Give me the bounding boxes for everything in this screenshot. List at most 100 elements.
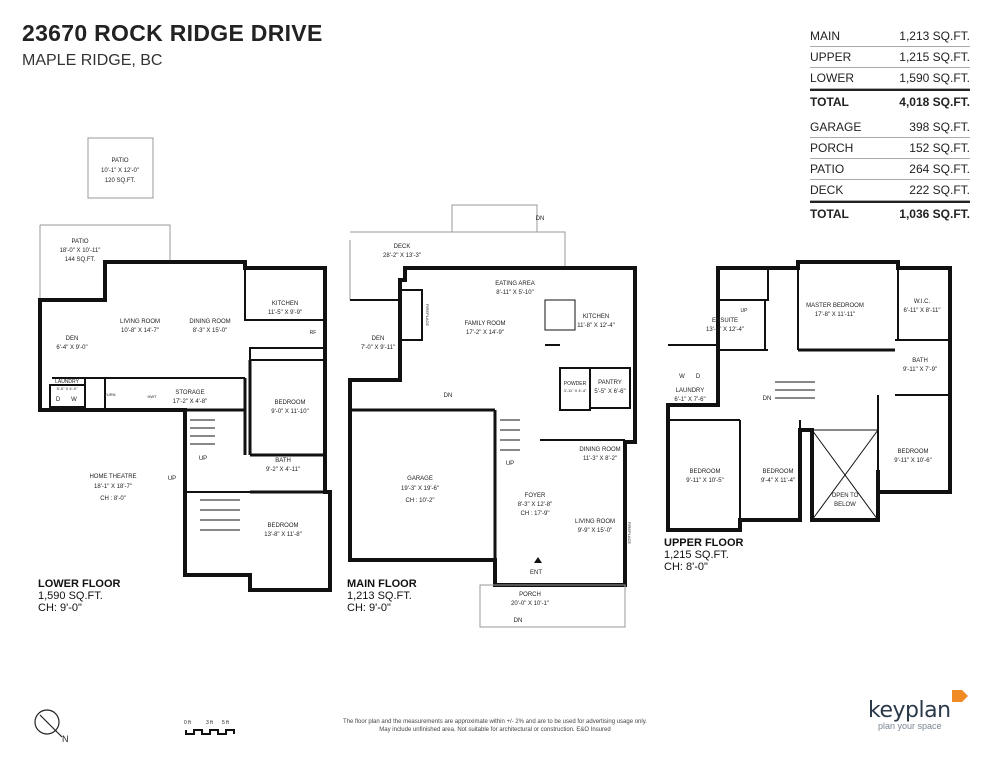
furnace-mark: FURN <box>104 392 115 397</box>
area-label: TOTAL <box>810 95 849 109</box>
room-dim: 11'-3" X 8'-2" <box>583 456 617 462</box>
room-name: DEN <box>66 336 79 342</box>
stair-down-mark: DN <box>444 393 453 399</box>
room-dim: 9'-4" X 11'-4" <box>761 478 795 484</box>
room-ch: CH : 8'-0" <box>100 496 126 502</box>
room-dim: 18'-1" X 18'-7" <box>94 484 132 490</box>
floor-ceiling-height: CH: 9'-0" <box>38 602 82 614</box>
room-dim: 20'-0" X 10'-1" <box>511 601 549 607</box>
room-name: LAUNDRY <box>676 388 705 394</box>
room-name: POWDER <box>564 381 587 387</box>
room-dim: 8'-11" X 5'-10" <box>496 290 533 296</box>
room-ch: CH : 17'-9" <box>521 511 550 517</box>
page-title: 23670 ROCK RIDGE DRIVE <box>22 20 323 46</box>
appliance-dryer: D <box>56 397 61 403</box>
entrance-mark: ENT <box>530 570 542 576</box>
brand-tagline: plan your space <box>878 721 942 731</box>
room-name: PATIO <box>71 239 88 245</box>
room-dim: 19'-3" X 19'-6" <box>401 486 439 492</box>
floor-name: MAIN FLOOR <box>347 578 417 590</box>
room-name: BATH <box>275 458 291 464</box>
room-dim: 9'-2" X 4'-11" <box>266 467 300 473</box>
brand-name: keyplan <box>868 698 951 723</box>
room-name: BEDROOM <box>897 449 928 455</box>
appliance-washer: W <box>679 374 685 380</box>
room-name: LAUNDRY <box>55 379 79 385</box>
open-to-below-line2: BELOW <box>834 502 856 508</box>
room-name: DEN <box>372 336 385 342</box>
room-name: LIVING ROOM <box>575 519 615 525</box>
floor-name: LOWER FLOOR <box>38 578 121 590</box>
room-dim: 17'-2" X 4'-8" <box>173 399 208 405</box>
room-name: PANTRY <box>598 380 622 386</box>
compass: N <box>34 709 69 744</box>
appliance-washer: W <box>71 397 77 403</box>
room-dim: 8'-3" X 15'-0" <box>193 328 228 334</box>
area-row-outdoor-total: TOTAL 1,036 SQ.FT. <box>810 201 970 225</box>
scale-label-3: 3 ft <box>206 720 214 726</box>
room-dim: 9'-11" X 10'-5" <box>686 478 723 484</box>
appliance-dryer: D <box>696 374 701 380</box>
room-dim: 13'-8" X 11'-8" <box>264 532 301 538</box>
upper-floor-plan <box>666 260 952 532</box>
area-value: 398 SQ.FT. <box>909 120 970 134</box>
room-dim: 9'-0" X 11'-10" <box>271 409 308 415</box>
area-label: LOWER <box>810 71 855 85</box>
area-value: 264 SQ.FT. <box>909 162 970 176</box>
compass-needle-icon <box>39 714 63 738</box>
area-value: 222 SQ.FT. <box>909 183 970 197</box>
floor-area: 1,590 SQ.FT. <box>38 590 103 602</box>
floor-area: 1,215 SQ.FT. <box>664 549 729 561</box>
floor-area: 1,213 SQ.FT. <box>347 590 412 602</box>
disclaimer: The floor plan and the measurements are … <box>330 718 660 734</box>
floor-ceiling-height: CH: 9'-0" <box>347 602 391 614</box>
compass-circle <box>34 709 60 735</box>
room-dim: 17'-2" X 14'-9" <box>466 330 504 336</box>
entrance-arrow-icon <box>534 557 542 563</box>
room-dim: 9'-9" X 15'-0" <box>578 528 613 534</box>
room-name: FAMILY ROOM <box>464 321 505 327</box>
floor-name: UPPER FLOOR <box>664 537 744 549</box>
area-value: 1,215 SQ.FT. <box>899 50 970 64</box>
room-dim: 9'-11" X 7'-9" <box>903 367 937 373</box>
upper-floor-label: UPPER FLOOR 1,215 SQ.FT. CH: 8'-0" <box>664 537 743 573</box>
room-name: BEDROOM <box>689 469 720 475</box>
room-name: PORCH <box>519 592 541 598</box>
room-name: EATING AREA <box>495 281 535 287</box>
area-label: MAIN <box>810 29 840 43</box>
area-label: TOTAL <box>810 207 849 221</box>
main-floor-label: MAIN FLOOR 1,213 SQ.FT. CH: 9'-0" <box>347 578 417 614</box>
stair-up-mark: UP <box>168 476 176 482</box>
room-dim: 3'-11" X 4'-4" <box>564 388 587 393</box>
floor-ceiling-height: CH: 8'-0" <box>664 561 708 573</box>
main-floor-plan <box>348 204 637 628</box>
room-ch: CH : 10'-2" <box>406 498 435 504</box>
room-name: HOME THEATRE <box>89 474 136 480</box>
room-dim: 17'-8" X 11'-11" <box>815 312 855 318</box>
room-dim: 28'-2" X 13'-3" <box>383 253 421 259</box>
room-name: BEDROOM <box>274 400 305 406</box>
room-name: MASTER BEDROOM <box>806 303 864 309</box>
room-name: W.I.C. <box>914 299 931 305</box>
room-dim: 11'-5" X 9'-9" <box>268 310 302 316</box>
room-dim: 18'-0" X 10'-11" <box>60 248 101 254</box>
room-dim: 10'-1" X 12'-0" <box>101 168 139 174</box>
room-name: DINING ROOM <box>189 319 230 325</box>
stair-up-mark: UP <box>199 456 207 462</box>
room-dim: 10'-8" X 14'-7" <box>121 328 159 334</box>
area-label: PORCH <box>810 141 854 155</box>
area-value: 1,036 SQ.FT. <box>899 207 970 221</box>
lower-floor-plan <box>38 137 332 592</box>
area-value: 1,590 SQ.FT. <box>899 71 970 85</box>
room-name: KITCHEN <box>272 301 298 307</box>
stair-down-mark: DN <box>763 396 772 402</box>
room-name: BEDROOM <box>267 523 298 529</box>
room-name: ENSUITE <box>712 318 738 324</box>
keyplan-logo-mark-icon <box>952 690 968 702</box>
